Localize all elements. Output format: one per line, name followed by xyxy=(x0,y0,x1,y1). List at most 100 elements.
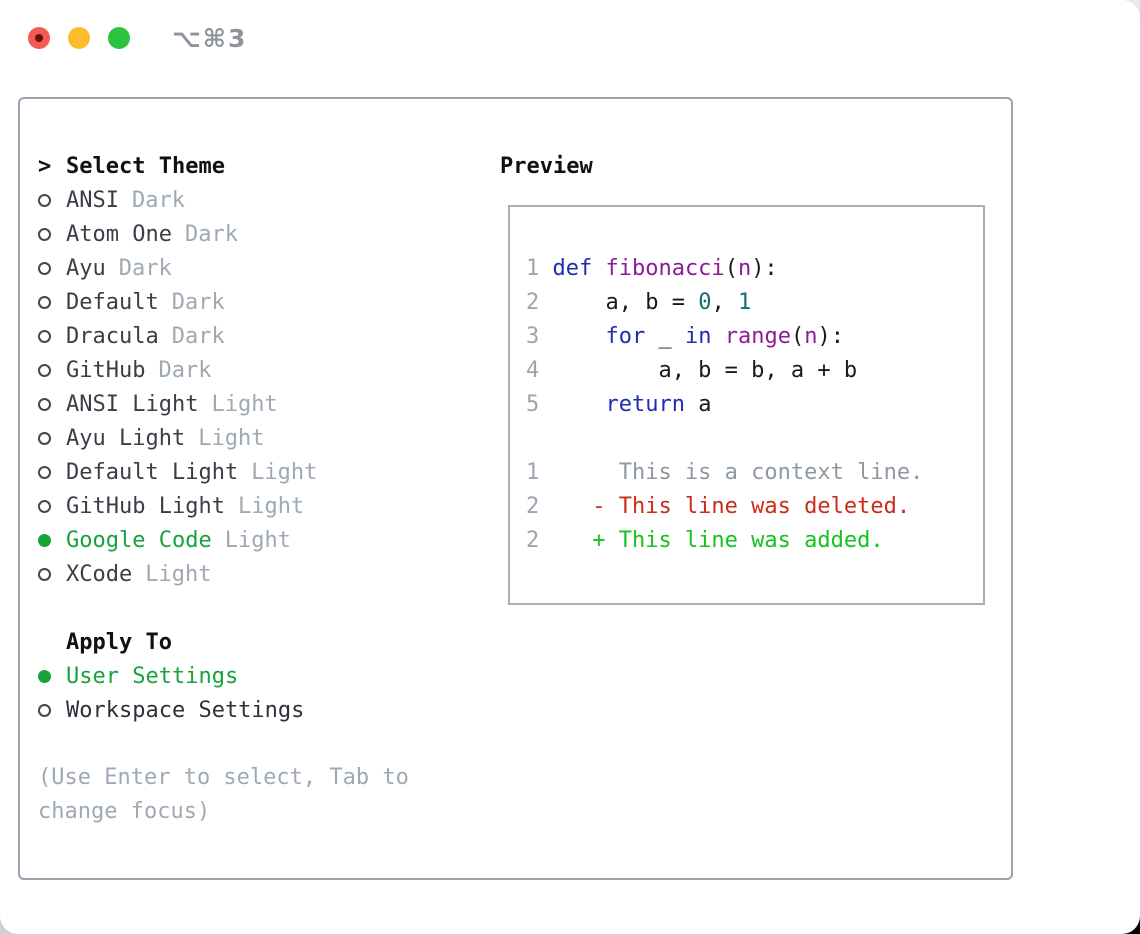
line-number: 2 xyxy=(526,289,540,315)
preview-line-diff-context: 1 This is a context line. xyxy=(526,455,983,489)
apply-option-workspace-settings[interactable]: Workspace Settings xyxy=(38,693,478,727)
theme-option-ansi-light[interactable]: ANSI Light Light xyxy=(38,387,478,421)
code-segment-pl xyxy=(552,324,605,349)
theme-option-label: XCode xyxy=(66,561,133,587)
theme-option-atom-one[interactable]: Atom One Dark xyxy=(38,217,478,251)
preview-line-code: 3 for _ in range(n): xyxy=(526,319,983,353)
line-number: 1 xyxy=(526,255,540,281)
theme-option-label: Ayu xyxy=(66,255,106,281)
window-title: ⌥⌘3 xyxy=(172,23,248,53)
apply-option-user-settings[interactable]: User Settings xyxy=(38,659,478,693)
theme-option-label: Atom One xyxy=(66,221,172,247)
code-segment-pl: _ xyxy=(645,323,685,349)
radio-icon xyxy=(38,329,51,343)
maximize-button[interactable] xyxy=(108,27,130,49)
spacer xyxy=(38,727,478,761)
code-segment-pl: ): xyxy=(751,255,778,281)
select-theme-header: >Select Theme xyxy=(38,149,478,183)
code-segment-pl: ( xyxy=(724,255,738,281)
minimize-button[interactable] xyxy=(68,27,90,49)
line-number: 1 xyxy=(526,459,540,485)
theme-variant-tag: Light xyxy=(224,527,291,553)
code-segment-fn: n xyxy=(737,255,752,281)
code-segment-kw: return xyxy=(605,391,685,417)
code-segment-pl xyxy=(552,392,605,417)
code-segment-lit: 1 xyxy=(737,289,752,315)
apply-to-title: Apply To xyxy=(66,629,172,655)
theme-variant-tag: Light xyxy=(145,561,212,587)
theme-option-label: Google Code xyxy=(66,527,212,553)
code-segment-ctx: This is a context line. xyxy=(552,459,924,485)
radio-icon xyxy=(38,363,51,377)
code-segment-kw: def xyxy=(552,255,606,281)
theme-option-label: ANSI Light xyxy=(66,391,199,417)
apply-to-list: User Settings Workspace Settings xyxy=(38,659,478,727)
theme-option-label: Dracula xyxy=(66,323,159,349)
code-segment-del: - This line was deleted. xyxy=(552,493,911,519)
theme-variant-tag: Light xyxy=(251,459,318,485)
spacer xyxy=(38,591,478,625)
code-segment-fn: n xyxy=(804,323,818,349)
select-theme-title: Select Theme xyxy=(66,153,225,179)
theme-variant-tag: Dark xyxy=(171,289,225,315)
code-segment-pl: a, b = xyxy=(552,289,699,315)
apply-to-header: Apply To xyxy=(38,625,478,659)
theme-option-ayu[interactable]: Ayu Dark xyxy=(38,251,478,285)
theme-option-xcode[interactable]: XCode Light xyxy=(38,557,478,591)
theme-option-label: GitHub Light xyxy=(66,493,225,519)
line-number: 2 xyxy=(526,527,540,553)
radio-icon xyxy=(38,669,51,683)
code-segment-fn: range xyxy=(724,323,791,349)
theme-option-label: GitHub xyxy=(66,357,146,383)
close-dot-icon xyxy=(35,34,43,42)
radio-icon xyxy=(38,261,51,275)
line-number: 5 xyxy=(526,391,540,417)
theme-option-ansi[interactable]: ANSI Dark xyxy=(38,183,478,217)
radio-icon xyxy=(38,431,51,445)
code-segment-kw: in xyxy=(684,323,712,349)
theme-variant-tag: Light xyxy=(211,391,278,417)
help-text: (Use Enter to select, Tab to change focu… xyxy=(38,765,409,824)
theme-variant-tag: Light xyxy=(198,425,265,451)
apply-option-label: User Settings xyxy=(66,663,239,689)
preview-line-code: 1 def fibonacci(n): xyxy=(526,251,983,285)
preview-line-diff-deleted: 2 - This line was deleted. xyxy=(526,489,983,523)
theme-variant-tag: Dark xyxy=(184,221,238,247)
window-titlebar: ⌥⌘3 xyxy=(28,23,248,53)
code-segment-fn: fibonacci xyxy=(605,255,725,281)
preview-line-diff-added: 2 + This line was added. xyxy=(526,523,983,557)
radio-icon xyxy=(38,227,51,241)
radio-icon xyxy=(38,465,51,479)
theme-option-label: ANSI xyxy=(66,187,119,213)
radio-icon xyxy=(38,397,51,411)
radio-icon xyxy=(38,193,51,207)
close-button[interactable] xyxy=(28,27,50,49)
preview-line-code: 4 a, b = b, a + b xyxy=(526,353,983,387)
code-segment-pl: ): xyxy=(817,323,844,349)
line-number: 2 xyxy=(526,493,540,519)
radio-icon xyxy=(38,703,51,717)
theme-variant-tag: Dark xyxy=(118,255,172,281)
code-segment-pl: a, b = b, a + b xyxy=(552,357,858,383)
code-segment-pl: ( xyxy=(790,323,805,349)
theme-variant-tag: Dark xyxy=(131,187,185,213)
code-segment-pl: , xyxy=(711,289,738,315)
code-segment-kw: for xyxy=(605,323,646,349)
theme-variant-tag: Dark xyxy=(158,357,212,383)
code-segment-add: + This line was added. xyxy=(552,527,884,553)
code-segment-pl xyxy=(711,324,724,349)
theme-option-github[interactable]: GitHub Dark xyxy=(38,353,478,387)
theme-option-google-code[interactable]: Google Code Light xyxy=(38,523,478,557)
radio-icon xyxy=(38,567,51,581)
code-segment-pl: a xyxy=(684,391,712,417)
